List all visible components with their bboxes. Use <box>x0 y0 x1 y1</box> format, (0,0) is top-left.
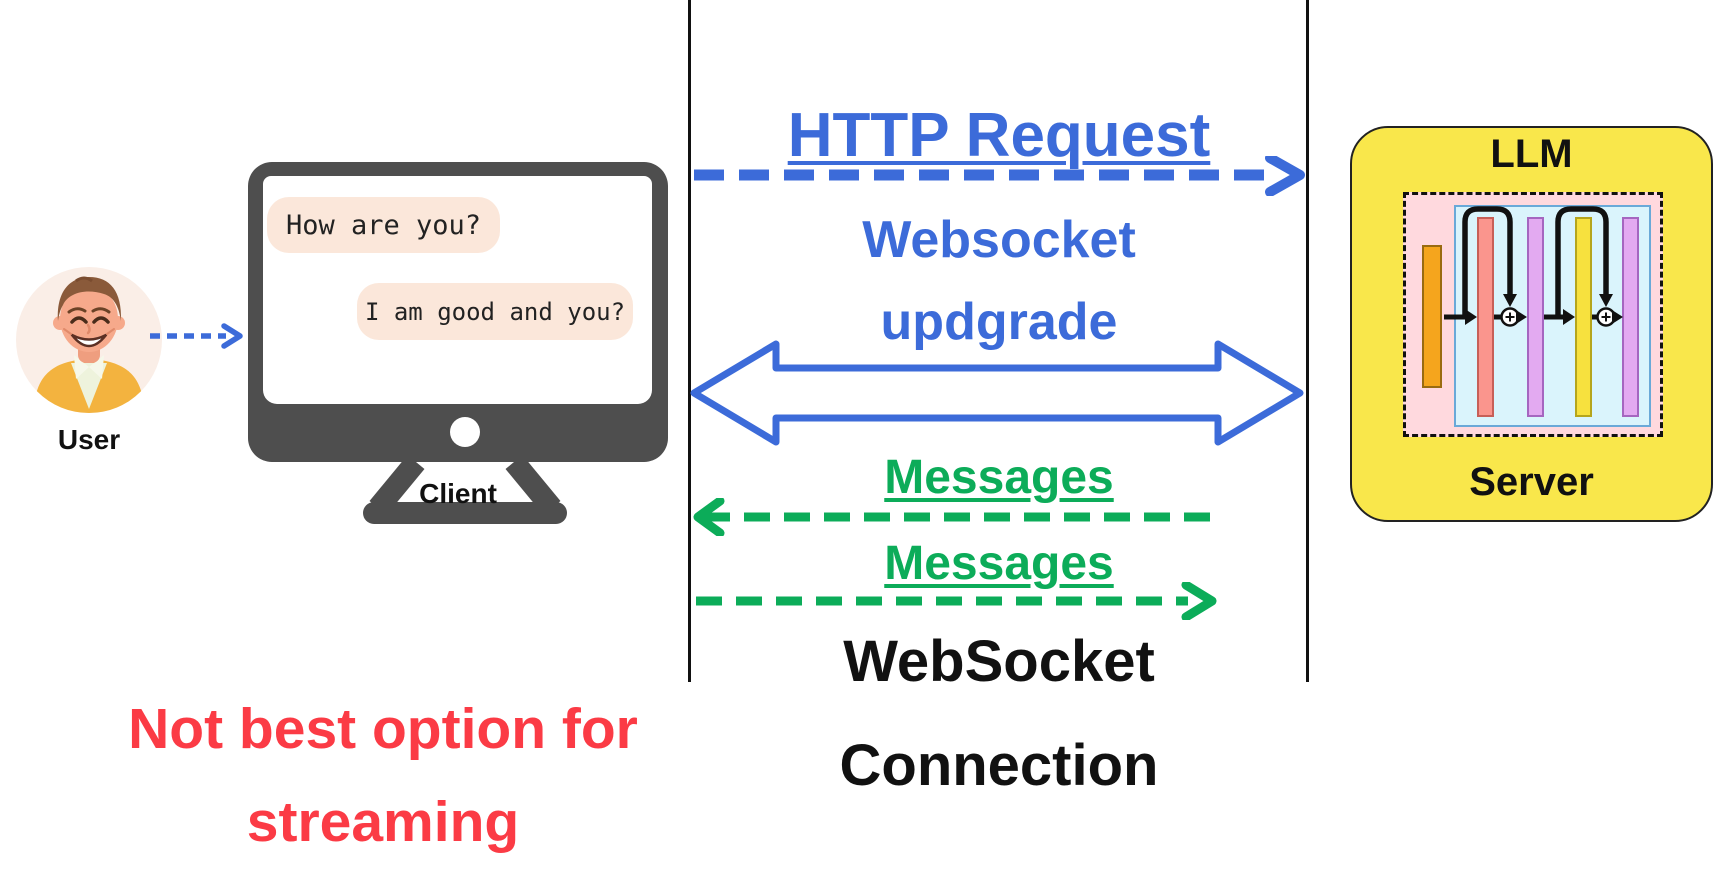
embedding-bar <box>1422 245 1442 388</box>
note-line2: streaming <box>246 790 520 854</box>
chat-message-2: I am good and you? <box>364 297 626 326</box>
messages-to-server-label: Messages <box>884 537 1114 590</box>
client-lifeline <box>688 0 691 682</box>
user-avatar <box>16 267 162 413</box>
attention-bar <box>1477 217 1494 417</box>
chat-bubble-1: How are you? <box>267 197 500 253</box>
user-label: User <box>57 424 121 455</box>
feedforward-bar-1 <box>1527 217 1544 417</box>
chat-bubble-2: I am good and you? <box>357 283 633 340</box>
llm-title: LLM <box>1490 132 1573 176</box>
server-lifeline <box>1306 0 1309 682</box>
http-request-label: HTTP Request <box>787 101 1211 170</box>
http-request-arrow-icon <box>694 156 1305 196</box>
websocket-upgrade-double-arrow-icon <box>690 340 1304 446</box>
monitor-stand <box>363 462 567 524</box>
monitor-camera-dot <box>450 417 480 447</box>
messages-to-client-label: Messages <box>884 451 1114 504</box>
server-label: Server <box>1469 460 1594 504</box>
websocket-connection-label-line2: Connection <box>839 733 1159 798</box>
websocket-upgrade-label-line1: Websocket <box>862 211 1136 269</box>
websocket-upgrade-label-line2: updgrade <box>880 293 1118 351</box>
note-line1: Not best option for <box>128 697 638 761</box>
user-to-client-arrow-icon <box>150 323 243 349</box>
messages-to-server-arrow-icon <box>696 582 1217 620</box>
messages-to-client-arrow-icon <box>693 498 1214 536</box>
websocket-connection-label-line1: WebSocket <box>843 629 1155 694</box>
llm-transformer-diagram-arrows <box>1444 206 1623 327</box>
chat-message-1: How are you? <box>285 209 482 241</box>
client-label: Client <box>419 478 497 509</box>
norm-bar <box>1575 217 1592 417</box>
